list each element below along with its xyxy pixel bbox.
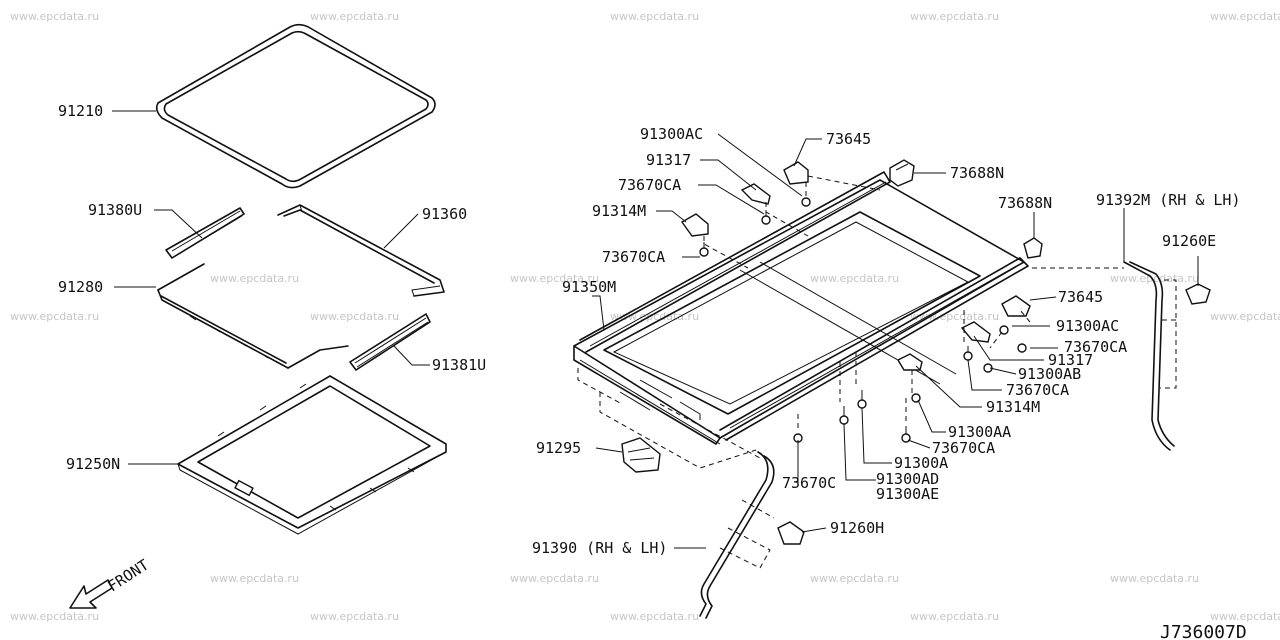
glass-lid	[155, 23, 436, 189]
label-91390: 91390 (RH & LH)	[532, 539, 667, 557]
bracket-91317-right	[960, 321, 1027, 361]
weatherstrip-91280	[157, 263, 349, 369]
label-73670CA-3: 73670CA	[1064, 338, 1127, 356]
watermark: www.epcdata.ru	[210, 272, 299, 285]
watermark: www.epcdata.ru	[510, 272, 599, 285]
sunroof-frame-91350M	[573, 171, 1029, 445]
watermark: www.epcdata.ru	[610, 610, 699, 623]
bracket-73645-right	[999, 295, 1031, 335]
clip-73688N-top	[889, 159, 915, 187]
motor-91295	[621, 437, 661, 473]
watermark: www.epcdata.ru	[210, 572, 299, 585]
clip-73688N-mid	[1023, 237, 1043, 259]
label-91360: 91360	[422, 205, 467, 223]
label-91300AE: 91300AE	[876, 485, 939, 503]
label-91300AD: 91300AD	[876, 470, 939, 488]
frame-91360	[277, 204, 445, 297]
deflector-front-seal	[165, 207, 245, 259]
label-91260E: 91260E	[1162, 232, 1216, 250]
label-73670CA-2: 73670CA	[602, 248, 665, 266]
label-91295: 91295	[536, 439, 581, 457]
watermark: www.epcdata.ru	[310, 310, 399, 323]
watermark: www.epcdata.ru	[610, 310, 699, 323]
drain-hose-91390	[699, 451, 775, 619]
label-91250N: 91250N	[66, 455, 120, 473]
label-91300AC-right: 91300AC	[1056, 317, 1119, 335]
watermark: www.epcdata.ru	[1110, 272, 1199, 285]
label-91317-right: 91317	[1048, 351, 1093, 369]
leader-lines	[112, 110, 1199, 549]
diagram-code: J736007D	[1160, 622, 1247, 640]
label-91280: 91280	[58, 278, 103, 296]
bracket-73645-top	[783, 161, 809, 185]
watermark: www.epcdata.ru	[910, 610, 999, 623]
screws-top	[699, 197, 811, 257]
label-91380U: 91380U	[88, 201, 142, 219]
connector-91260E	[1185, 283, 1211, 305]
watermark: www.epcdata.ru	[10, 10, 99, 23]
label-91381U: 91381U	[432, 356, 486, 374]
label-73645-right: 73645	[1058, 288, 1103, 306]
label-91300A: 91300A	[894, 454, 948, 472]
drain-hose-91392M	[1123, 261, 1175, 451]
label-91314M-top: 91314M	[592, 202, 646, 220]
label-91300AC-top: 91300AC	[640, 125, 703, 143]
bracket-91317-top	[740, 183, 771, 205]
dashed-lines	[577, 175, 1177, 569]
watermark: www.epcdata.ru	[810, 572, 899, 585]
bolts-lower	[793, 390, 867, 443]
watermark: www.epcdata.ru	[810, 272, 899, 285]
label-73670CA-1: 73670CA	[618, 176, 681, 194]
label-91300AB: 91300AB	[1018, 365, 1081, 383]
label-91210: 91210	[58, 102, 103, 120]
label-91260H: 91260H	[830, 519, 884, 537]
front-direction-indicator: FRONT	[69, 556, 152, 609]
watermark: www.epcdata.ru	[10, 310, 99, 323]
watermark: www.epcdata.ru	[1210, 610, 1280, 623]
label-73670C: 73670C	[782, 474, 836, 492]
front-label: FRONT	[104, 556, 152, 596]
watermark: www.epcdata.ru	[10, 610, 99, 623]
label-73670CA-4: 73670CA	[1006, 381, 1069, 399]
watermark-layer: www.epcdata.ru www.epcdata.ru www.epcdat…	[10, 10, 1280, 623]
watermark: www.epcdata.ru	[310, 610, 399, 623]
label-91300AA: 91300AA	[948, 423, 1011, 441]
watermark: www.epcdata.ru	[1110, 572, 1199, 585]
deflector-rear-seal	[349, 313, 431, 371]
part-labels: 91210 91380U 91360 91280 91381U 91250N 9…	[58, 102, 1241, 557]
label-91314M-right: 91314M	[986, 398, 1040, 416]
watermark: www.epcdata.ru	[510, 572, 599, 585]
bracket-91314M-top	[680, 213, 709, 237]
label-73645-top: 73645	[826, 130, 871, 148]
label-73688N-top: 73688N	[950, 164, 1004, 182]
label-73688N-mid: 73688N	[998, 194, 1052, 212]
front-arrow-icon	[69, 579, 113, 609]
label-91350M: 91350M	[562, 278, 616, 296]
label-91317-top: 91317	[646, 151, 691, 169]
label-73670CA-5: 73670CA	[932, 439, 995, 457]
watermark: www.epcdata.ru	[610, 10, 699, 23]
label-91392M: 91392M (RH & LH)	[1096, 191, 1241, 209]
watermark: www.epcdata.ru	[910, 10, 999, 23]
watermark: www.epcdata.ru	[310, 10, 399, 23]
connector-91260H	[777, 521, 805, 545]
watermark: www.epcdata.ru	[1210, 310, 1280, 323]
sunshade-91250N	[177, 375, 447, 535]
watermark: www.epcdata.ru	[1210, 10, 1280, 23]
